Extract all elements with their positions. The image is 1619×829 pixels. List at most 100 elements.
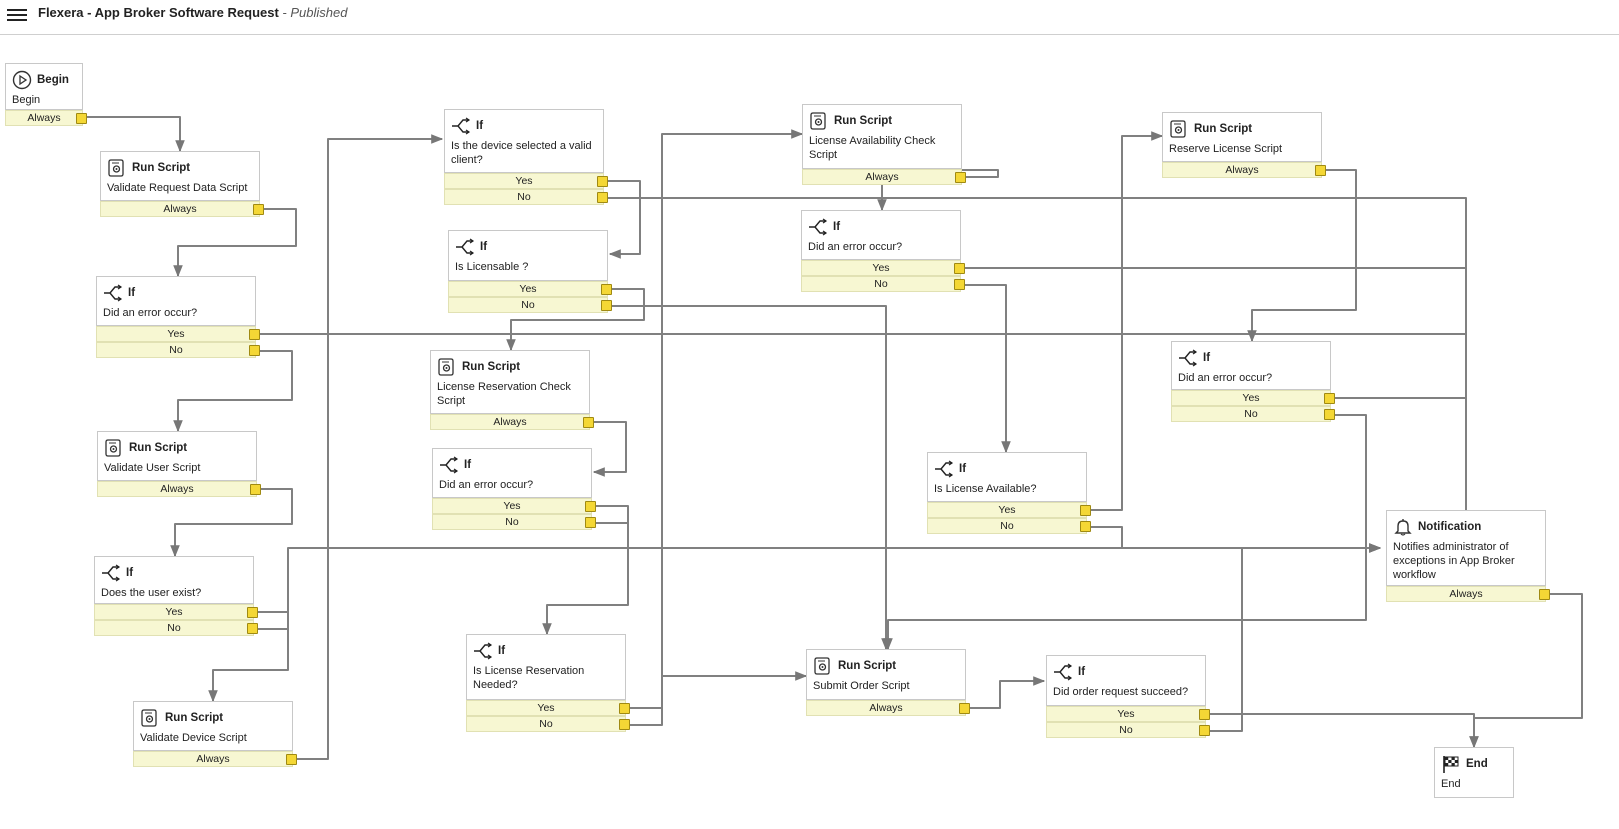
port-always[interactable]: Always [1162,162,1326,178]
app-header: Flexera - App Broker Software Request - … [0,0,1619,35]
connector-handle[interactable] [247,623,258,634]
connector-handle[interactable] [1080,505,1091,516]
connector-handle[interactable] [959,703,970,714]
connector-handle[interactable] [954,279,965,290]
connector-handle[interactable] [249,345,260,356]
link-if-error3-no-to-if-lic-avail [962,284,1011,454]
port-yes[interactable]: Yes [96,326,260,342]
connector-handle[interactable] [619,703,630,714]
port-yes[interactable]: Yes [448,281,612,297]
port-yes[interactable]: Yes [432,498,596,514]
node-type: Run Script [462,361,521,373]
link-availability-loop [962,169,999,178]
port-no[interactable]: No [444,189,608,205]
port-yes[interactable]: Yes [927,502,1091,518]
port-yes[interactable]: Yes [1171,390,1335,406]
port-label: Always [493,416,527,428]
connector-handle[interactable] [585,517,596,528]
script-icon [809,111,829,131]
connector-handle[interactable] [601,284,612,295]
node-header: If [449,231,607,258]
branch-icon [934,459,954,479]
node-description: Validate User Script [104,462,201,474]
connector-handle[interactable] [253,204,264,215]
node-type: Run Script [129,442,188,454]
port-no[interactable]: No [466,716,630,732]
connector-handle[interactable] [286,754,297,765]
port-always[interactable]: Always [802,169,966,185]
connector-handle[interactable] [583,417,594,428]
port-always[interactable]: Always [1386,586,1550,602]
port-no[interactable]: No [96,342,260,358]
connector-handle[interactable] [1539,589,1550,600]
port-always[interactable]: Always [100,201,264,217]
port-always[interactable]: Always [133,751,297,767]
port-no[interactable]: No [1046,722,1210,738]
connector-handle[interactable] [1080,521,1091,532]
node-header: If [802,211,960,238]
port-label: Yes [503,500,521,512]
connector-handle[interactable] [601,300,612,311]
port-no[interactable]: No [927,518,1091,534]
port-yes[interactable]: Yes [94,604,258,620]
connector-handle[interactable] [1324,409,1335,420]
port-no[interactable]: No [1171,406,1335,422]
connector-handle[interactable] [955,172,966,183]
port-always[interactable]: Always [5,110,87,126]
port-no[interactable]: No [801,276,965,292]
node-type: If [476,120,484,132]
script-icon [107,158,127,178]
connector-handle[interactable] [1315,165,1326,176]
connector-handle[interactable] [585,501,596,512]
node-type: If [1203,352,1211,364]
connector-handle[interactable] [1199,709,1210,720]
port-yes[interactable]: Yes [801,260,965,276]
port-yes[interactable]: Yes [444,173,608,189]
connector-handle[interactable] [1324,393,1335,404]
connector-handle[interactable] [1199,725,1210,736]
connector-handle[interactable] [597,176,608,187]
port-always[interactable]: Always [97,481,261,497]
connector-handle[interactable] [250,484,261,495]
hamburger-menu-icon[interactable] [7,6,27,22]
link-if-order-no-to-notification [1210,543,1382,732]
node-header: If [433,449,591,476]
connector-handle[interactable] [76,113,87,124]
port-label: Yes [1117,708,1135,720]
connector-handle[interactable] [954,263,965,274]
port-always[interactable]: Always [430,414,594,430]
connector-handle[interactable] [597,192,608,203]
port-no[interactable]: No [448,297,612,313]
port-yes[interactable]: Yes [1046,706,1210,722]
connector-handle[interactable] [619,719,630,730]
connector-handle[interactable] [249,329,260,340]
port-label: No [517,191,531,203]
connector-handle[interactable] [247,607,258,618]
link-if-error4-no-to-submit-order [883,414,1367,651]
port-no[interactable]: No [94,620,258,636]
port-always[interactable]: Always [806,700,970,716]
node-type: Run Script [834,115,893,127]
port-yes[interactable]: Yes [466,700,630,716]
port-no[interactable]: No [432,514,596,530]
